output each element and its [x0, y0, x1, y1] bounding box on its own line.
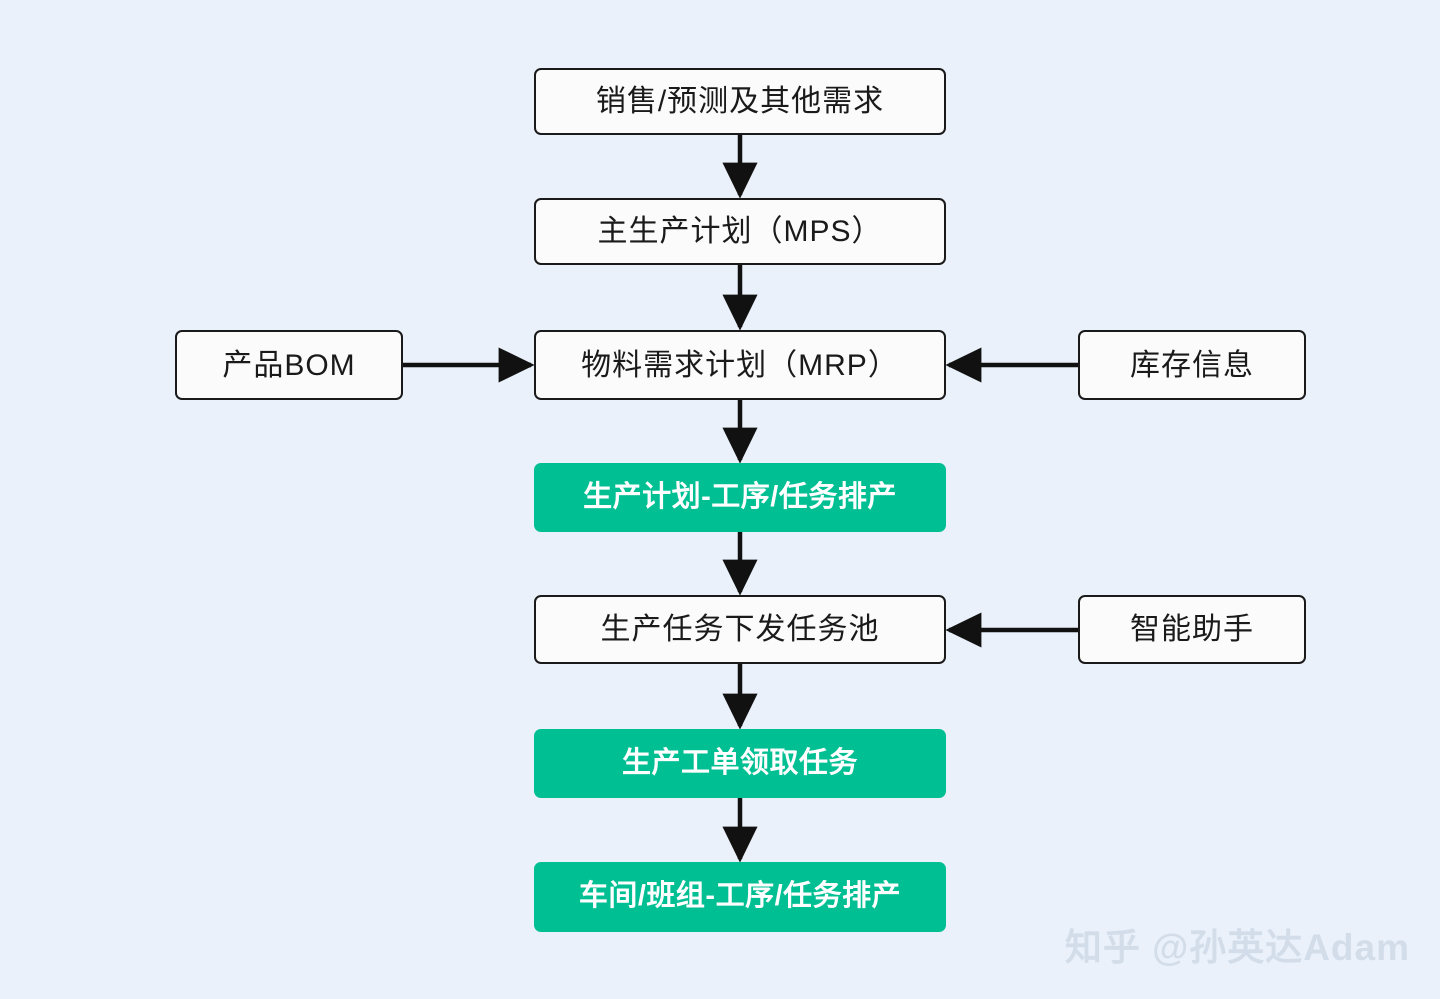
node-workshop-team-scheduling[interactable]: 车间/班组-工序/任务排产 [534, 862, 946, 932]
node-work-order-claim-task[interactable]: 生产工单领取任务 [534, 729, 946, 798]
node-production-plan-scheduling[interactable]: 生产计划-工序/任务排产 [534, 463, 946, 532]
node-intelligent-assistant[interactable]: 智能助手 [1078, 595, 1306, 664]
node-inventory-information[interactable]: 库存信息 [1078, 330, 1306, 400]
watermark-text: 知乎 @孙英达Adam [1064, 927, 1410, 968]
node-label: 物料需求计划（MRP） [581, 348, 899, 382]
node-master-production-schedule[interactable]: 主生产计划（MPS） [534, 198, 946, 265]
node-task-pool-dispatch[interactable]: 生产任务下发任务池 [534, 595, 946, 664]
node-label: 库存信息 [1130, 348, 1254, 382]
node-product-bom[interactable]: 产品BOM [175, 330, 403, 400]
node-label: 生产任务下发任务池 [600, 613, 880, 646]
node-label: 生产工单领取任务 [621, 746, 858, 779]
node-material-requirement-planning[interactable]: 物料需求计划（MRP） [534, 330, 946, 400]
node-label: 车间/班组-工序/任务排产 [578, 880, 902, 913]
node-label: 主生产计划（MPS） [597, 215, 883, 248]
node-label: 生产计划-工序/任务排产 [583, 480, 897, 513]
node-label: 产品BOM [222, 348, 356, 382]
node-sales-forecast-demand[interactable]: 销售/预测及其他需求 [534, 68, 946, 135]
node-label: 销售/预测及其他需求 [595, 85, 885, 118]
node-label: 智能助手 [1130, 613, 1254, 646]
